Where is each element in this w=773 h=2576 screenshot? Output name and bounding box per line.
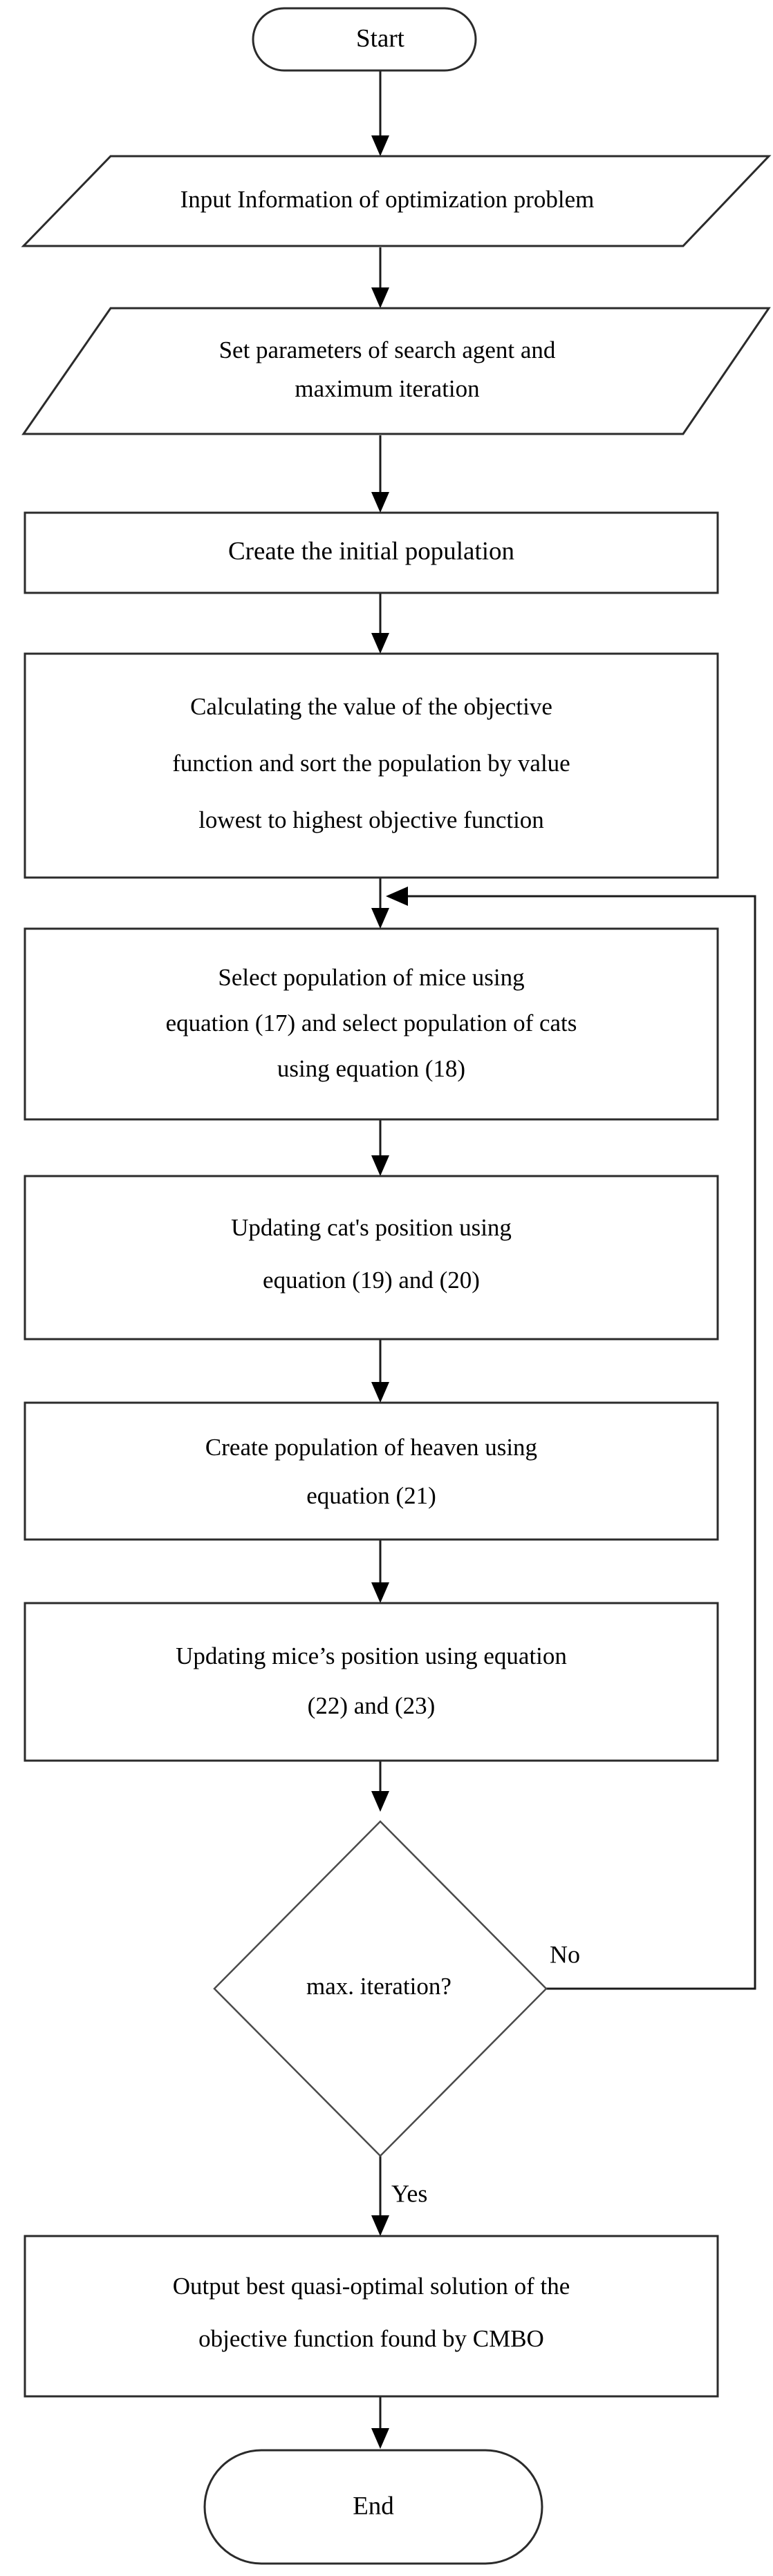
node-set-parameters[interactable]: Set parameters of search agent and maxim… xyxy=(21,307,771,435)
create-heaven-population-label-line2: equation (21) xyxy=(306,1482,436,1509)
edge-updatemice-to-decision xyxy=(371,1761,389,1812)
calculate-and-sort-label-line1: Calculating the value of the objective xyxy=(190,693,552,720)
node-input-information[interactable]: Input Information of optimization proble… xyxy=(21,155,772,247)
create-initial-population-box-shape xyxy=(24,511,719,594)
output-solution-box-shape xyxy=(24,2235,719,2398)
create-heaven-population-label-line1: Create population of heaven using xyxy=(205,1434,537,1461)
edge-calcsort-to-selectpop xyxy=(371,878,389,929)
create-heaven-population-box-shape xyxy=(24,1401,719,1541)
node-create-heaven-population[interactable]: Create population of heaven using equati… xyxy=(24,1401,719,1541)
set-parameters-parallelogram-shape xyxy=(21,307,771,435)
edge-createheaven-to-updatemice xyxy=(371,1540,389,1603)
output-solution-label-line2: objective function found by CMBO xyxy=(198,2325,544,2352)
node-select-population[interactable]: Select population of mice using equation… xyxy=(24,927,719,1121)
edge-setparams-to-createpop xyxy=(371,435,389,513)
end-label: End xyxy=(353,2492,394,2520)
edge-updatecat-to-createheaven xyxy=(371,1339,389,1403)
edge-output-to-end xyxy=(371,2396,389,2449)
updating-cat-position-label-line2: equation (19) and (20) xyxy=(263,1267,480,1294)
start-label: Start xyxy=(356,24,405,53)
max-iteration-label: max. iteration? xyxy=(306,1973,451,2000)
edge-label-yes: Yes xyxy=(391,2179,427,2207)
node-max-iteration-decision[interactable]: max. iteration? xyxy=(213,1820,548,2157)
input-parallelogram-shape xyxy=(21,155,772,247)
edge-decision-yes-to-output xyxy=(371,2156,389,2236)
edge-decision-no-loopback xyxy=(386,887,756,1990)
max-iteration-diamond-shape xyxy=(213,1820,548,2157)
node-create-initial-population[interactable]: Create the initial population xyxy=(24,511,719,594)
node-output-solution[interactable]: Output best quasi-optimal solution of th… xyxy=(24,2235,719,2398)
node-calculate-and-sort[interactable]: Calculating the value of the objective f… xyxy=(24,652,719,879)
set-parameters-label-line1: Set parameters of search agent and xyxy=(219,337,556,363)
edge-start-to-input xyxy=(371,71,389,156)
node-updating-mice-position[interactable]: Updating mice’s position using equation … xyxy=(24,1602,719,1762)
updating-mice-position-box-shape xyxy=(24,1602,719,1762)
updating-cat-position-label-line1: Updating cat's position using xyxy=(231,1214,512,1241)
edge-selectpop-to-updatecat xyxy=(371,1119,389,1176)
select-population-label-line3: using equation (18) xyxy=(277,1055,465,1082)
start-terminator-shape xyxy=(252,7,477,72)
set-parameters-label-line2: maximum iteration xyxy=(295,375,479,402)
calculate-and-sort-label-line2: function and sort the population by valu… xyxy=(172,750,570,777)
calculate-and-sort-label-line3: lowest to highest objective function xyxy=(198,806,544,833)
edge-input-to-setparams xyxy=(371,247,389,308)
create-initial-population-label: Create the initial population xyxy=(228,537,514,565)
updating-cat-position-box-shape xyxy=(24,1175,719,1341)
select-population-label-line1: Select population of mice using xyxy=(218,964,524,991)
node-end[interactable]: End xyxy=(203,2449,543,2565)
select-population-box-shape xyxy=(24,927,719,1121)
output-solution-label-line1: Output best quasi-optimal solution of th… xyxy=(173,2273,570,2300)
select-population-label-line2: equation (17) and select population of c… xyxy=(166,1010,577,1036)
updating-mice-position-label-line1: Updating mice’s position using equation xyxy=(176,1642,567,1669)
input-information-label: Input Information of optimization proble… xyxy=(180,186,595,213)
edge-createpop-to-calcsort xyxy=(371,593,389,654)
edge-label-no: No xyxy=(550,1940,580,1968)
updating-mice-position-label-line2: (22) and (23) xyxy=(308,1692,436,1719)
node-start[interactable]: Start xyxy=(252,7,477,72)
node-updating-cat-position[interactable]: Updating cat's position using equation (… xyxy=(24,1175,719,1341)
calculate-and-sort-box-shape xyxy=(24,652,719,879)
end-terminator-shape xyxy=(203,2449,543,2565)
